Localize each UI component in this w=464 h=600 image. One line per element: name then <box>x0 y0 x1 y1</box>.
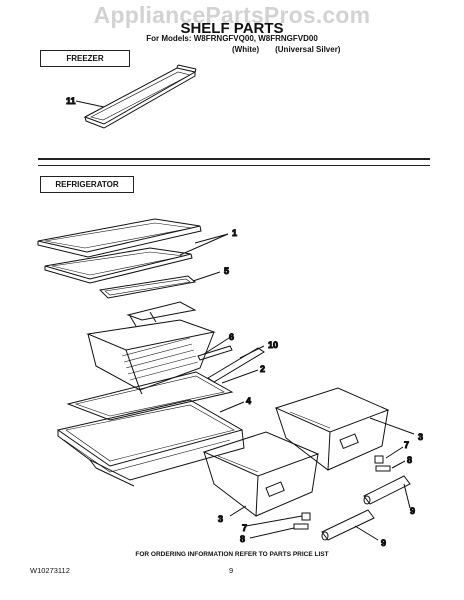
leader-line-9a <box>403 483 411 509</box>
glass-shelf <box>37 218 202 258</box>
drawer-rod-right <box>363 475 411 505</box>
leader-line-1a <box>194 233 229 244</box>
leader-line-6 <box>203 337 230 355</box>
leader-line-3b <box>229 505 247 517</box>
callout-7b: 7 <box>242 523 247 533</box>
freezer-wire-shelf <box>83 64 197 129</box>
crisper-pan-upper <box>86 311 216 395</box>
callout-2: 2 <box>260 364 265 374</box>
refrigerator-section-label: REFRIGERATOR <box>40 176 134 193</box>
page-number: 9 <box>229 566 234 575</box>
drawer-label-left <box>293 523 309 530</box>
callout-11: 11 <box>66 96 76 106</box>
page-title: SHELF PARTS <box>180 20 284 37</box>
model-numbers: For Models: W8FRNGFVQ00, W8FRNGFVD00 <box>146 34 318 43</box>
leader-line-4 <box>219 401 245 413</box>
ordering-info: FOR ORDERING INFORMATION REFER TO PARTS … <box>135 551 329 558</box>
section-divider <box>38 158 430 160</box>
leader-line-1b <box>179 233 229 256</box>
document-number: W10273112 <box>30 566 70 575</box>
leader-line-7a <box>385 446 404 459</box>
leader-line-2 <box>221 369 259 384</box>
drawer-clip-left <box>301 512 311 521</box>
color-universal-silver: (Universal Silver) <box>275 45 341 54</box>
crisper-drawer-right <box>274 387 390 471</box>
callout-10: 10 <box>268 340 278 350</box>
color-white: (White) <box>232 45 260 54</box>
model-colors: (White) (Universal Silver) <box>232 45 356 54</box>
callout-3a: 3 <box>418 432 423 442</box>
watermark-text: AppliancePartsPros.com <box>93 2 371 28</box>
callout-9a: 9 <box>410 506 415 516</box>
crisper-cover-frame <box>56 399 245 487</box>
callout-8a: 8 <box>407 455 412 465</box>
crisper-glass-insert <box>66 371 234 421</box>
leader-line-10 <box>239 345 265 359</box>
section-divider-thin <box>38 165 430 166</box>
leader-line-8a <box>391 460 406 469</box>
drawer-rod-left <box>321 509 375 541</box>
callout-3b: 3 <box>218 514 223 524</box>
leader-line-9b <box>354 525 379 541</box>
leader-line-8b <box>249 527 295 539</box>
leader-line-3a <box>369 417 415 435</box>
crisper-cover-trim <box>197 345 233 361</box>
crisper-rail <box>207 347 265 383</box>
callout-7a: 7 <box>404 440 409 450</box>
leader-line-7b <box>245 515 303 527</box>
callout-9b: 9 <box>381 538 386 548</box>
crisper-drawer-left <box>202 431 320 517</box>
drawer-clip-right <box>374 455 384 464</box>
leader-line-11 <box>75 100 105 108</box>
callout-1: 1 <box>232 228 237 238</box>
shelf-rail <box>98 275 197 321</box>
leader-line-5 <box>192 271 221 282</box>
shelf-frame <box>44 247 193 284</box>
callout-8b: 8 <box>240 534 245 544</box>
callout-6: 6 <box>229 332 234 342</box>
freezer-section-label: FREEZER <box>40 50 130 67</box>
callout-4: 4 <box>246 396 251 406</box>
drawer-label-right <box>375 465 391 472</box>
callout-5: 5 <box>224 266 229 276</box>
